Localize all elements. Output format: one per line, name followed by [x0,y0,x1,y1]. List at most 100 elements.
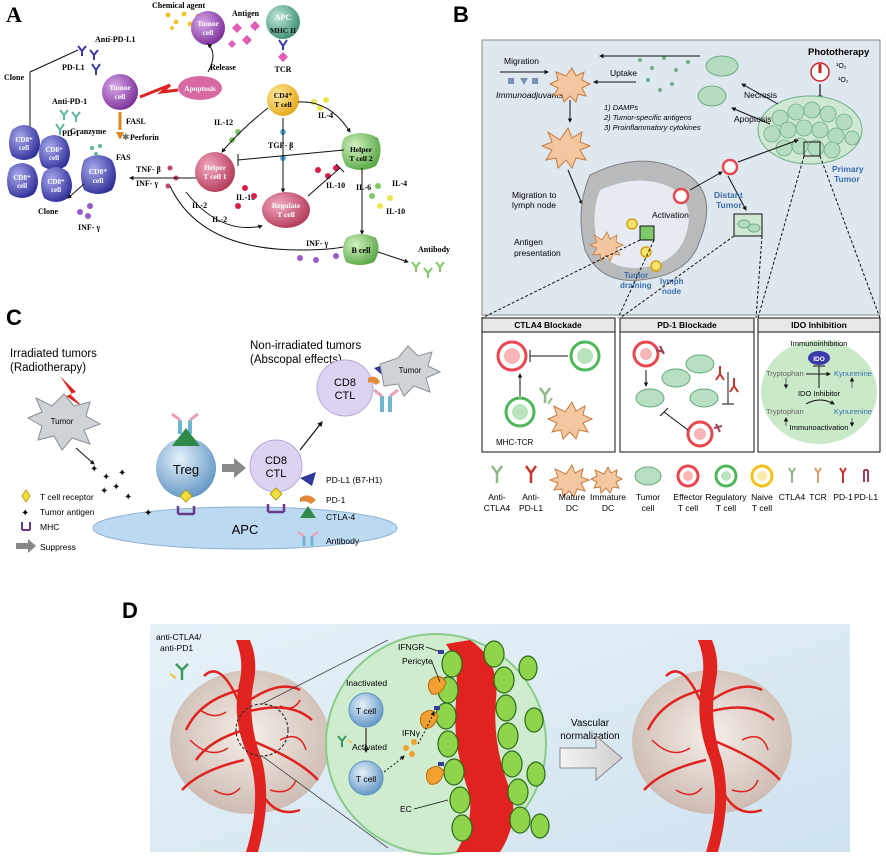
legend-label-5-l2: T cell [678,503,698,513]
tumor-left [170,640,330,852]
tumor-b-label: Tumor [399,366,422,375]
tumor-burst-a [26,393,102,451]
perforin-label: Perforin [130,133,159,142]
ec-pointer [413,799,449,810]
inf-gamma-a-label: INF- γ [78,223,100,232]
legend-icon-naive [750,464,774,488]
mhc-tcr-label: MHC-TCR [496,438,534,447]
cd8-cell-4: CD8⁺ cell [41,167,72,202]
c-legend-left-2: MHC [40,522,59,532]
apc-cell [266,5,300,39]
cd8-cell-3: CD8⁺ cell [7,163,38,198]
panel-c-letter: C [6,305,22,330]
vessel-zoom [446,640,514,852]
panel-b-legend-labels: Anti-CTLA4Anti-PD-L1MatureDCImmatureDCTu… [484,492,879,513]
legend-icon-effector [676,464,700,488]
c-legend-right-1: PD-1 [326,495,346,505]
vascular-label-2: normalization [560,731,619,742]
regulate-label-1: Regulate [272,201,301,210]
cd8-cell-1: CD8⁺ cell [9,125,40,160]
legend-label-5-l1: Effector [673,492,702,502]
ln-zoom-box [639,225,655,241]
cd8-cell-main: CD8⁺ cell [81,155,116,194]
ifng-dotted-arrow [383,755,405,773]
o2-b: ¹O₂ [838,77,849,84]
cd4-label-2: T cell [274,100,292,109]
legend-icon-anti-pd-l1 [524,465,538,483]
legend-label-2-l1: Mature [559,492,586,502]
regulate-label-2: T cell [277,210,295,219]
tumor-cell-top-label-2: cell [203,28,214,37]
treg-label: Treg [173,462,199,477]
migration-ln-label-2: lymph node [512,200,556,210]
il6-particles [369,183,381,199]
anti-pd-1-label: Anti-PD-1 [52,97,87,106]
apc-ellipse [92,506,398,550]
anti-ctla4-label-1: anti-CTLA4/ [156,632,202,642]
svg-text:CD8⁺: CD8⁺ [47,178,65,186]
legend-label-8-l1: CTLA4 [779,492,806,502]
b-cell [343,234,379,265]
tumor-cell-mid-label-2: cell [115,92,126,101]
il12-label: IL-12 [214,118,233,127]
c-legend-left: ✦ [16,489,36,553]
distant-tumor-label-2: Tumor [716,200,743,210]
cd8-to-tumor-arrow [299,421,323,451]
loop-arrow-bottom-2 [185,191,263,229]
il4-top-label: IL-4 [318,111,333,120]
treg-tcr [179,489,193,503]
c-legend-left-1: Tumor antigen [40,507,95,517]
chemical-agent-label: Chemical agent [152,1,205,10]
c-legend-left-0: T cell receptor [40,492,94,502]
o2-a: ¹O₂ [836,63,847,70]
apoptosis-arrow [731,107,771,125]
ido-inhibitor-bar [813,365,825,388]
il10-right-label: IL-10 [386,207,405,216]
ctla4-legend-icon [300,506,316,518]
granzyme-particles [90,144,102,156]
il4-right-label: IL-4 [392,179,407,188]
clone-bottom-arrow [67,183,85,199]
lightning-red [139,83,179,99]
ctla4-box [481,317,616,453]
primary-tumor-label-1: Primary [832,164,864,174]
pd-1-label: PD-1 [62,129,79,138]
apoptosis-blob [178,76,222,100]
svg-text:CD8⁺: CD8⁺ [13,174,31,182]
activated-label: Activated [352,742,387,752]
svg-text:✦: ✦ [112,482,120,493]
to-primary-arrow [737,139,799,163]
svg-text:✦: ✦ [118,468,126,479]
distant-tumor-label-1: Distant [714,190,743,200]
antigen-diamonds [228,21,260,48]
lightning-icon [60,376,84,408]
tcr-legend-icon [21,489,31,503]
t-cell-a-label: T cell [356,706,376,716]
helper1-label-1: Helper [204,163,227,172]
regulate-inhibit [307,163,345,197]
ifngr-label: IFNGR [398,642,424,652]
legend-label-1-l1: Anti- [522,492,540,502]
immunoactivation-label: Immunoactivation [790,423,849,432]
helper1-label-2: T cell 1 [203,172,226,181]
c-legend-right-3: Antibody [326,536,360,546]
antibody-d-icon [169,663,189,680]
necrotic-cells [697,55,739,107]
nonirr-label-1: Non-irradiated tumors [250,340,361,352]
svg-text:✦: ✦ [90,464,98,475]
dc-to-ln-arrow [567,169,583,205]
antigen-presentation-label-2: presentation [514,248,561,258]
helper-t-cell-2: Helper T cell 2 [341,133,381,170]
regulate-t-cell [262,192,310,228]
bcell-to-antibody [377,251,409,263]
pd-1-legend-icon [300,495,316,504]
anti-pd-l1-label: Anti-PD-L1 [95,35,135,44]
immunoadjuvant-icons [508,78,538,85]
legend-icon-ctla4 [788,467,796,483]
panel-b-legend [490,463,869,499]
pd1-title-bar [619,317,755,333]
il12-particles [229,129,241,143]
apoptosis-b-label: Apoptosis [734,114,771,124]
legend-icon-pd-l1 [863,469,869,482]
